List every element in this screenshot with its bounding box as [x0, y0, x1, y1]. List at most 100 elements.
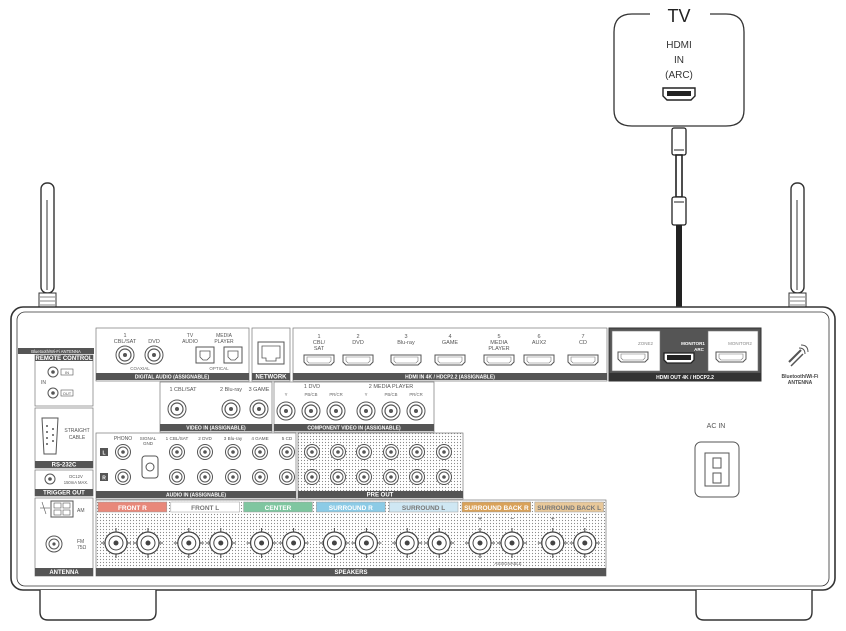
trigger-out-jack[interactable] [44, 473, 56, 485]
pre-out-jack-2[interactable] [304, 469, 320, 485]
video-jack-3[interactable] [249, 399, 269, 419]
audio-phono-label: PHONO [114, 436, 132, 442]
pre-out-jack-12[interactable] [436, 469, 452, 485]
component-label-1: 1 DVD [304, 384, 320, 390]
hdmi-out-zone2-port[interactable] [617, 351, 649, 363]
hdmi-out-monitor1-port[interactable] [663, 352, 695, 364]
coaxial-jack-1[interactable] [115, 345, 135, 365]
speaker-label-4: SURROUND R [329, 505, 373, 512]
component-jack-pb1[interactable] [301, 401, 321, 421]
video-label-3: 3 GAME [249, 387, 270, 393]
speakers-bar: SPEAKERS [334, 570, 367, 576]
hdmi-out-monitor1-label: MONITOR1 [681, 341, 705, 346]
video-label-1: 1 CBL/SAT [169, 387, 197, 393]
component-jack-pb2[interactable] [381, 401, 401, 421]
hdmi-cable[interactable] [671, 127, 687, 350]
speaker-label-1: FRONT R [118, 505, 147, 512]
trigger-spec-2: 150mA MAX. [64, 480, 88, 485]
component-jack-pr2[interactable] [406, 401, 426, 421]
ethernet-port[interactable] [257, 341, 285, 365]
component-jack-y1[interactable] [276, 401, 296, 421]
audio-in-r-jack-5[interactable] [279, 469, 295, 485]
pre-out-jack-10[interactable] [409, 469, 425, 485]
network-title: NETWORK [256, 375, 288, 381]
speaker-label-3: CENTER [265, 505, 292, 512]
remote-in-jack[interactable] [47, 366, 59, 378]
optical-jack-2[interactable] [223, 346, 243, 364]
audio-in-l-jack-3[interactable] [225, 444, 241, 460]
speaker-header-5 [388, 501, 459, 513]
pre-out-jack-6[interactable] [356, 469, 372, 485]
audio-in-r-jack-1[interactable] [169, 469, 185, 485]
pre-out-jack-7[interactable] [383, 444, 399, 460]
gnd-terminal[interactable] [141, 455, 159, 479]
tv-hdmi-label: HDMI [666, 40, 692, 51]
component-y-2: Y [365, 392, 368, 397]
pre-out-jack-5[interactable] [356, 444, 372, 460]
hdmi-in-port-1[interactable] [303, 354, 335, 366]
fm-ohm-label: 75Ω [77, 545, 87, 551]
video-jack-1[interactable] [167, 399, 187, 419]
hdmi-in-port-5[interactable] [483, 354, 515, 366]
fm-jack[interactable] [45, 535, 63, 553]
remote-in-label: IN [41, 380, 46, 386]
component-pb-2: PB/CB [385, 392, 398, 397]
trigger-spec-1: DC12V [69, 474, 83, 479]
remote-out-jack[interactable] [47, 387, 59, 399]
video-jack-2[interactable] [221, 399, 241, 419]
hdmi-out-monitor2-port[interactable] [715, 351, 747, 363]
pre-out-jack-11[interactable] [436, 444, 452, 460]
pre-out-jack-9[interactable] [409, 444, 425, 460]
tv-hdmi-port[interactable] [662, 87, 696, 101]
hdmi-in-port-7[interactable] [567, 354, 599, 366]
am-label: AM [77, 508, 85, 514]
rs232c-port[interactable] [41, 417, 59, 455]
speaker-label-5: SURROUND L [402, 505, 445, 512]
pre-out-jack-1[interactable] [304, 444, 320, 460]
audio-in-r-jack-2[interactable] [197, 469, 213, 485]
audio-in-l-jack-2[interactable] [197, 444, 213, 460]
hdmi-in-port-2[interactable] [342, 354, 374, 366]
ac-inlet[interactable] [694, 441, 740, 498]
bluetooth-wifi-icon [788, 344, 809, 367]
digital-audio-bar: DIGITAL AUDIO (ASSIGNABLE) [135, 375, 210, 381]
antenna-right [788, 182, 807, 312]
hdmi-in-port-3[interactable] [390, 354, 422, 366]
audio-in-l-jack-1[interactable] [169, 444, 185, 460]
audio-r-label: R [102, 476, 106, 482]
audio-in-r-jack-3[interactable] [225, 469, 241, 485]
phono-l-jack[interactable] [115, 444, 131, 460]
coaxial-jack-2[interactable] [144, 345, 164, 365]
am-terminal[interactable] [40, 500, 74, 518]
pre-out-jack-8[interactable] [383, 469, 399, 485]
antenna-right-label-2: ANTENNA [788, 380, 813, 386]
remote-control-section: REMOTE CONTROL IN IN OUT [34, 354, 94, 407]
component-jack-pr1[interactable] [326, 401, 346, 421]
pre-out-jack-4[interactable] [330, 469, 346, 485]
audio-in-r-jack-4[interactable] [252, 469, 268, 485]
speaker-minus-7: − [583, 516, 587, 523]
antenna-title: ANTENNA [49, 570, 79, 576]
pre-out-bar: PRE OUT [367, 493, 394, 499]
component-jack-y2[interactable] [356, 401, 376, 421]
pre-out-jack-3[interactable] [330, 444, 346, 460]
hdmi-in-port-6[interactable] [523, 354, 555, 366]
speaker-header-7 [534, 501, 604, 513]
audio-in-l-jack-5[interactable] [279, 444, 295, 460]
hdmi-in-port-4[interactable] [434, 354, 466, 366]
cable-plug-bottom [671, 196, 687, 226]
trigger-out-title: TRIGGER OUT [43, 490, 85, 496]
optical-jack-1[interactable] [195, 346, 215, 364]
audio-in-l-jack-4[interactable] [252, 444, 268, 460]
audio-in-label-2: 2 DVD [198, 436, 212, 441]
phono-r-jack[interactable] [115, 469, 131, 485]
